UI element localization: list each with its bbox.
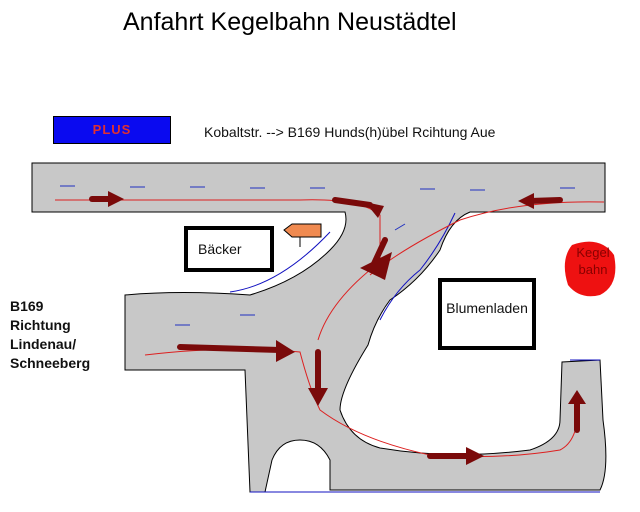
b169-line: Richtung <box>10 317 71 333</box>
landmark-baecker: Bäcker <box>184 226 274 272</box>
route-note: Kobaltstr. --> B169 Hunds(h)übel Rcihtun… <box>204 124 496 140</box>
landmark-kegelbahn: Kegel bahn <box>567 244 619 278</box>
kegelbahn-label-2: bahn <box>578 262 608 277</box>
lane-markings <box>60 185 575 326</box>
plus-store-sign: PLUS <box>53 116 171 144</box>
kegelbahn-label-1: Kegel <box>576 245 610 260</box>
direction-arrows <box>89 191 586 465</box>
signpost-icon <box>283 223 322 247</box>
kegelbahn-blob <box>564 241 616 297</box>
b169-direction-label: B169 Richtung Lindenau/ Schneeberg <box>10 297 90 373</box>
road-main <box>31 162 607 493</box>
b169-line: B169 <box>10 298 44 314</box>
b169-line: Lindenau/ <box>10 336 77 352</box>
b169-line: Schneeberg <box>10 355 91 371</box>
road-edge-blue <box>229 212 600 493</box>
landmark-blumenladen: Blumenladen <box>438 278 536 350</box>
page-title: Anfahrt Kegelbahn Neustädtel <box>123 8 457 36</box>
